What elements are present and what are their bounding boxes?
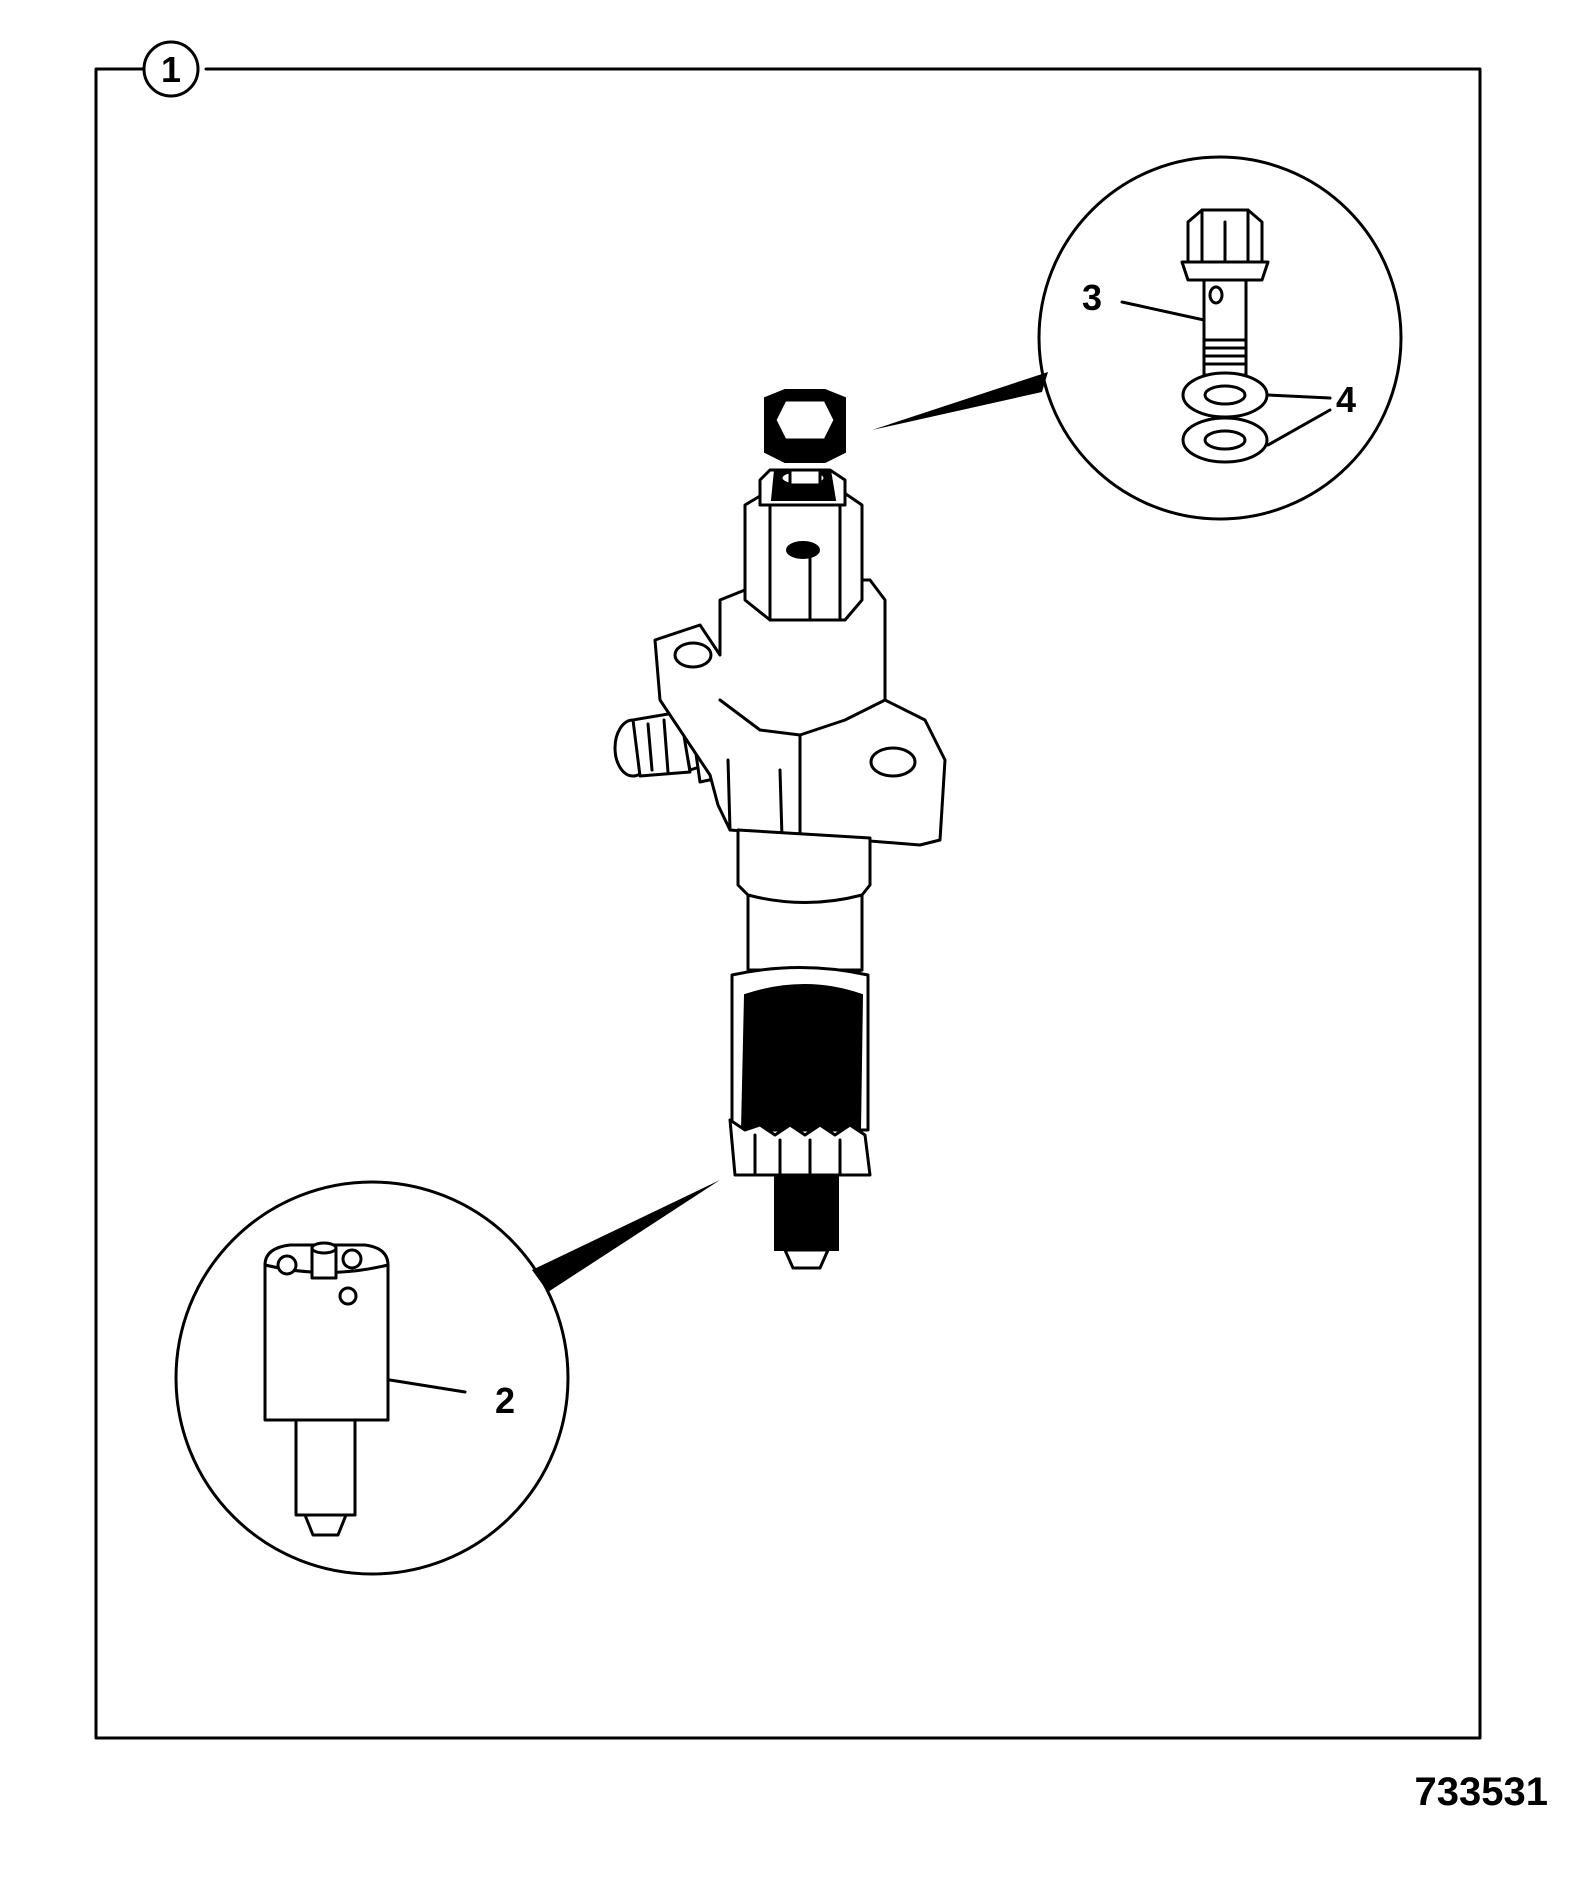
diagram-frame <box>94 67 1482 1740</box>
knurled-section <box>728 966 872 1177</box>
detail-nozzle: 2 <box>174 1180 720 1576</box>
nozzle-part <box>263 1241 390 1537</box>
banjo-bolt <box>1180 208 1270 377</box>
sealing-washers <box>1181 371 1269 464</box>
injector-shank <box>736 828 872 972</box>
detail-banjo-bolt: 3 4 <box>872 155 1403 521</box>
nozzle-tip <box>774 1174 839 1270</box>
injector-assembly <box>613 389 947 1270</box>
callout-main: 1 <box>142 40 200 98</box>
callout-banjo-bolt-label: 3 <box>1082 277 1102 318</box>
drawing-number: 733531 <box>1415 1770 1548 1814</box>
callout-nozzle-label: 2 <box>495 1380 515 1421</box>
callout-sealing-washers-label: 4 <box>1336 379 1356 420</box>
callout-main-label: 1 <box>161 49 181 90</box>
top-nut <box>764 389 846 487</box>
